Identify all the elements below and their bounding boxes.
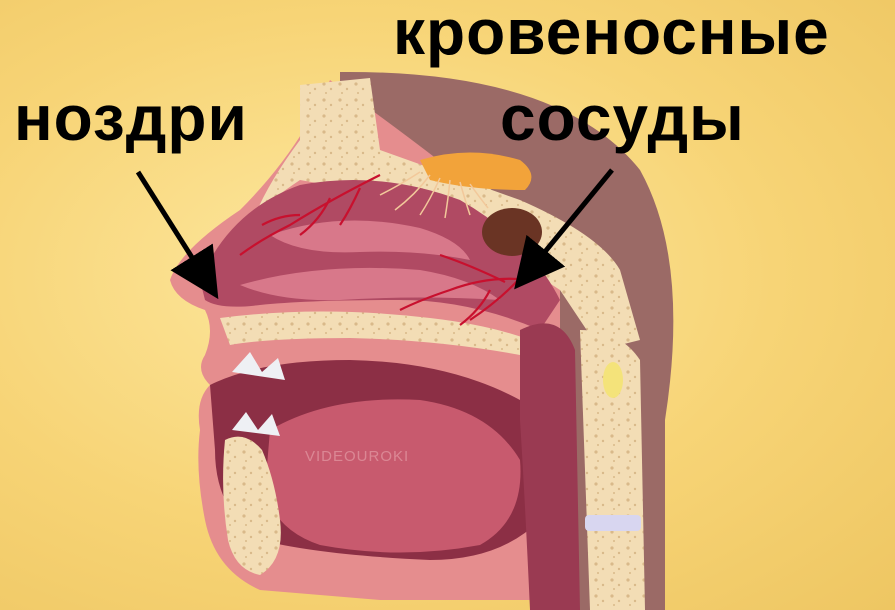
nostrils-label: ноздри [14,78,248,158]
blood-vessels-label-line2: сосуды [500,78,745,158]
pharynx [520,323,580,610]
tongue [265,399,521,552]
intervertebral-disc [585,515,641,531]
blood-vessels-label-line1: кровеносные [393,0,830,72]
spinal-structure [603,362,623,398]
watermark: VIDEOUROKI [305,448,409,465]
nostrils-arrow [138,172,205,278]
sphenoid-sinus [482,208,542,256]
